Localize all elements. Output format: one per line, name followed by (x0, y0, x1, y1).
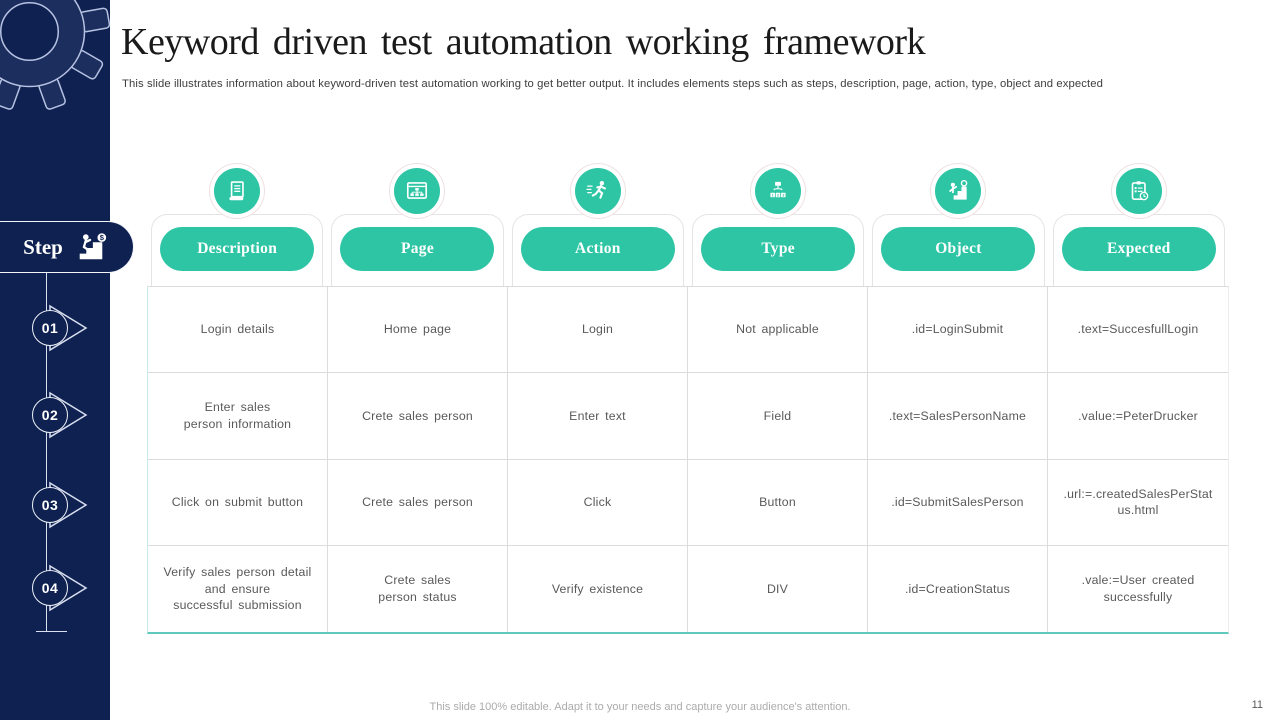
cell-row2-description: Enter sales person information (148, 373, 328, 460)
cell-row1-expected: .text=SuccesfullLogin (1048, 287, 1228, 374)
column-header-object: Object (868, 168, 1048, 286)
svg-text:1: 1 (772, 192, 775, 197)
column-header-page: Page (327, 168, 507, 286)
page-number: 11 (1251, 699, 1263, 711)
column-header-expected: Expected (1049, 168, 1229, 286)
cell-row1-type: Not applicable (688, 287, 868, 374)
cell-row4-action: Verify existence (508, 545, 688, 633)
column-label: Action (520, 227, 675, 271)
runner-icon (574, 168, 621, 214)
column-header-action: Action (508, 168, 688, 286)
cell-row3-action: Click (508, 459, 688, 546)
column-label: Type (701, 227, 856, 271)
column-header-description: Description (147, 168, 327, 286)
column-label: Expected (1061, 227, 1216, 271)
svg-text:2: 2 (777, 192, 780, 197)
step-label: Step (23, 234, 63, 259)
cell-row3-page: Crete sales person (328, 459, 508, 546)
page-subtitle: This slide illustrates information about… (122, 78, 1103, 90)
sidebar: 01 02 03 04 (0, 0, 111, 720)
clipboard-check-icon (1115, 168, 1162, 214)
cell-row4-type: DIV (688, 545, 868, 633)
cell-row4-page: Crete sales person status (328, 545, 508, 633)
cell-row2-object: .text=SalesPersonName (868, 373, 1048, 460)
cell-row1-page: Home page (328, 287, 508, 374)
step-number: 01 (32, 310, 68, 346)
cell-row4-object: .id=CreationStatus (868, 545, 1048, 633)
step-item-03: 03 (0, 475, 110, 535)
cell-row2-type: Field (688, 373, 868, 460)
step-item-01: 01 (0, 298, 110, 358)
cell-row3-object: .id=SubmitSalesPerson (868, 459, 1048, 546)
column-label: Object (881, 227, 1036, 271)
cell-row1-object: .id=LoginSubmit (868, 287, 1048, 374)
column-label: Description (160, 227, 315, 271)
page-title: Keyword driven test automation working f… (121, 21, 926, 63)
timeline (46, 273, 47, 632)
cell-row1-action: Login (508, 287, 688, 374)
gear-icon (0, 0, 111, 110)
step-header: Step $ (0, 221, 134, 273)
step-number: 03 (32, 487, 68, 523)
step-number: 04 (32, 570, 68, 606)
cell-row2-action: Enter text (508, 373, 688, 460)
step-number: 02 (32, 397, 68, 433)
cell-row2-expected: .value:=PeterDrucker (1048, 373, 1228, 460)
climb-stairs-dollar-icon: $ (72, 231, 110, 263)
svg-text:3: 3 (782, 192, 785, 197)
step-item-02: 02 (0, 385, 110, 445)
cell-row1-description: Login details (148, 287, 328, 374)
cell-row3-type: Button (688, 459, 868, 546)
cell-row2-page: Crete sales person (328, 373, 508, 460)
webpage-icon (394, 168, 441, 214)
cell-row4-description: Verify sales person detail and ensure su… (148, 545, 328, 633)
cell-row4-expected: .vale:=User created successfully (1081, 573, 1195, 605)
column-label: Page (340, 227, 495, 271)
document-icon (214, 168, 261, 214)
step-item-04: 04 (0, 558, 110, 618)
timeline-end-tick (36, 631, 67, 632)
cell-row3-description: Click on submit button (148, 459, 328, 546)
cell-row3-expected: .url:=.createdSalesPerStatus.html (1048, 460, 1228, 546)
goal-stairs-icon (935, 168, 982, 214)
footer-note: This slide 100% editable. Adapt it to yo… (429, 701, 851, 713)
svg-text:$: $ (100, 233, 105, 242)
